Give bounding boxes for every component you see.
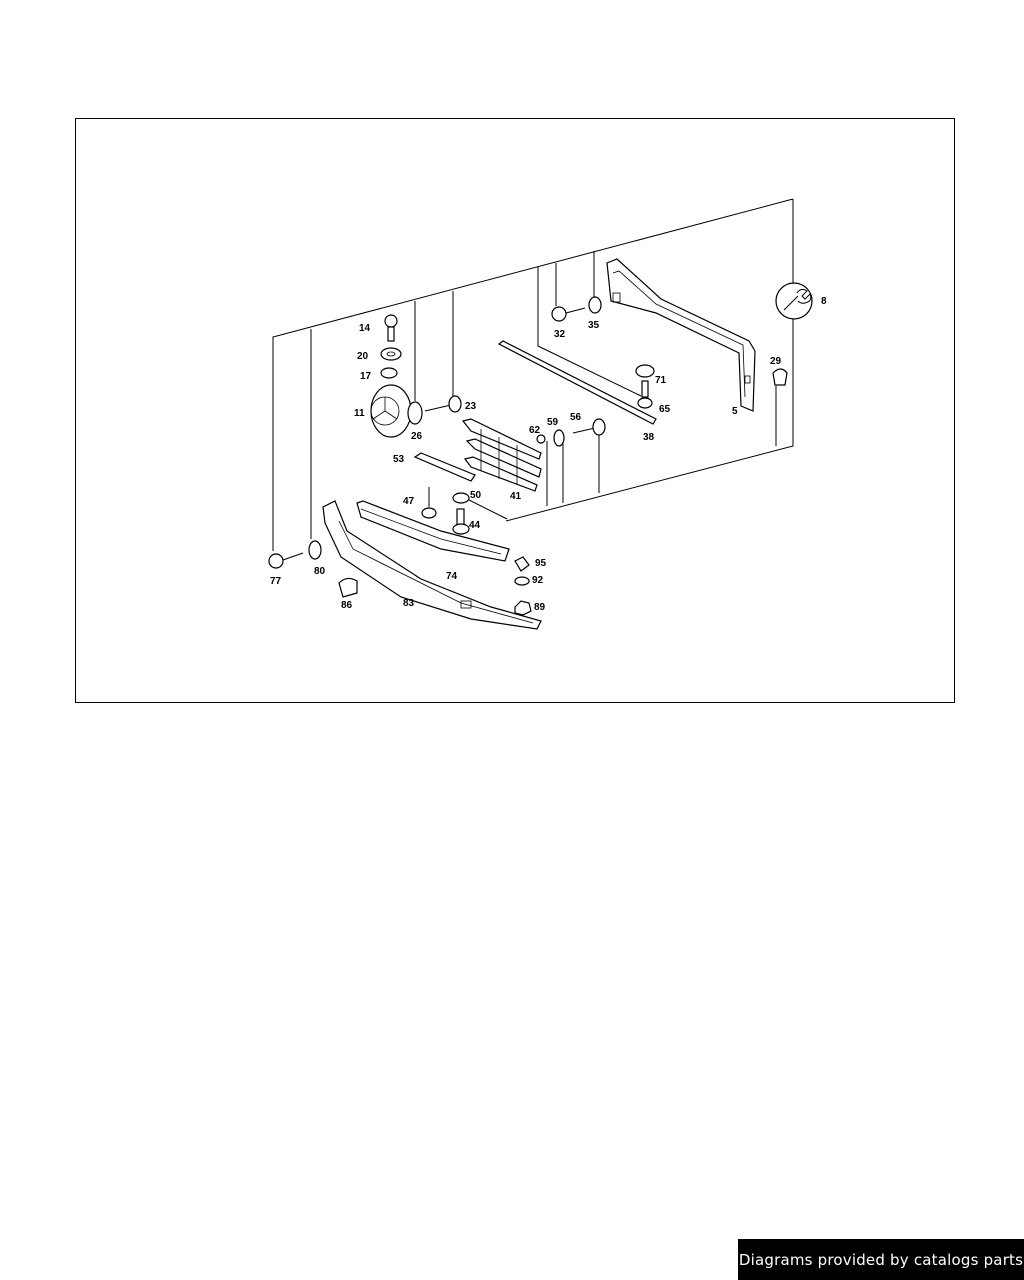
callout-32: 32 — [554, 329, 566, 340]
callout-41: 41 — [510, 491, 522, 502]
cross-panel-part-74 — [356, 500, 510, 562]
callout-29: 29 — [770, 356, 782, 367]
callout-83: 83 — [403, 598, 415, 609]
callout-44: 44 — [469, 520, 481, 531]
callout-71: 71 — [655, 375, 667, 386]
lower-spoiler-part-83 — [322, 500, 542, 630]
callout-11: 11 — [354, 408, 365, 419]
hardware-parts — [268, 296, 788, 616]
parts-diagram-svg: 8 14 20 17 11 26 23 32 35 71 65 5 29 38 … — [268, 198, 827, 630]
callout-50: 50 — [470, 490, 482, 501]
callout-8: 8 — [821, 296, 827, 307]
assembly-outline — [272, 198, 794, 551]
callout-38: 38 — [643, 432, 655, 443]
callout-5: 5 — [732, 406, 738, 417]
callout-47: 47 — [403, 496, 415, 507]
wrench-icon — [775, 282, 813, 320]
callout-65: 65 — [659, 404, 671, 415]
callout-23: 23 — [465, 401, 477, 412]
callout-59: 59 — [547, 417, 559, 428]
callout-26: 26 — [411, 431, 423, 442]
callout-92: 92 — [532, 575, 544, 586]
callout-62: 62 — [529, 425, 541, 436]
exploded-parts-diagram: 8 14 20 17 11 26 23 32 35 71 65 5 29 38 … — [75, 118, 955, 703]
callout-35: 35 — [588, 320, 600, 331]
callout-77: 77 — [270, 576, 282, 587]
star-emblem-part-11 — [370, 384, 412, 438]
callout-86: 86 — [341, 600, 353, 611]
callout-56: 56 — [570, 412, 582, 423]
callout-89: 89 — [534, 602, 546, 613]
callout-74: 74 — [446, 571, 458, 582]
callout-80: 80 — [314, 566, 326, 577]
trim-strip-part-38 — [497, 340, 657, 425]
callout-53: 53 — [393, 454, 405, 465]
callout-labels: 8 14 20 17 11 26 23 32 35 71 65 5 29 38 … — [270, 296, 827, 613]
callout-14: 14 — [359, 323, 371, 334]
grille-slats-part-41 — [461, 418, 542, 492]
credit-banner: Diagrams provided by catalogs parts — [738, 1239, 1024, 1280]
callout-95: 95 — [535, 558, 547, 569]
credit-text: Diagrams provided by catalogs parts — [738, 1250, 1024, 1269]
callout-20: 20 — [357, 351, 369, 362]
grille-frame-part-5 — [606, 258, 756, 412]
strip-part-53 — [413, 452, 476, 482]
callout-17: 17 — [360, 371, 372, 382]
